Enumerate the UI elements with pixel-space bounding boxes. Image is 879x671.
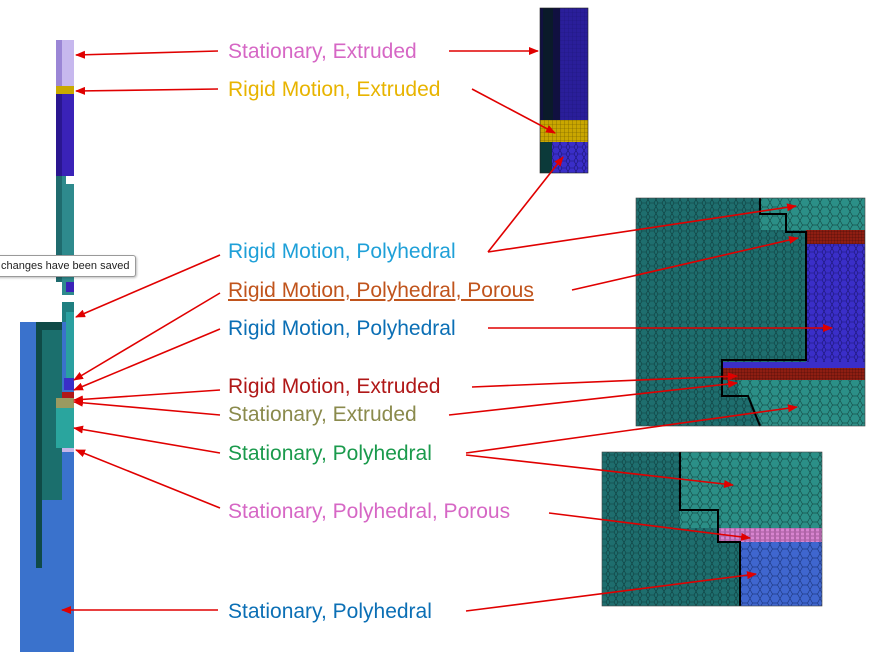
arrow-rigid-extruded2-right bbox=[471, 372, 738, 388]
label-stationary-extruded-2: Stationary, Extruded bbox=[228, 403, 417, 426]
label-rigid-motion-polyhedral: Rigid Motion, Polyhedral bbox=[228, 240, 456, 263]
arrow-stationary-poly-botinset bbox=[465, 454, 734, 488]
save-status-tooltip: changes have been saved bbox=[0, 255, 137, 277]
mesh-inset-rigid bbox=[635, 197, 866, 427]
label-stationary-polyhedral: Stationary, Polyhedral bbox=[228, 442, 432, 465]
label-stationary-extruded: Stationary, Extruded bbox=[228, 40, 417, 63]
arrow-rigid-extruded-left bbox=[75, 86, 219, 95]
label-rigid-motion-polyhedral-2: Rigid Motion, Polyhedral bbox=[228, 317, 456, 340]
arrow-rigid-poly1-topinset bbox=[487, 156, 564, 253]
arrow-rigid-extruded2-left bbox=[73, 389, 221, 404]
label-stationary-polyhedral-2: Stationary, Polyhedral bbox=[228, 600, 432, 623]
arrows bbox=[61, 47, 833, 614]
geometry-cross-section bbox=[20, 40, 74, 652]
mesh-inset-stationary bbox=[601, 451, 823, 607]
arrow-stationary-extruded2-right bbox=[448, 380, 738, 416]
label-rigid-motion-extruded-2: Rigid Motion, Extruded bbox=[228, 375, 441, 398]
arrow-rigid-extruded-right bbox=[471, 88, 556, 134]
label-rigid-motion-polyhedral-porous[interactable]: Rigid Motion, Polyhedral, Porous bbox=[228, 279, 534, 302]
arrow-stationary-extruded2-left bbox=[73, 398, 221, 416]
label-rigid-motion-extruded: Rigid Motion, Extruded bbox=[228, 78, 441, 101]
arrow-stationary-porous-right bbox=[548, 512, 751, 541]
arrow-stationary-poly-left bbox=[73, 425, 221, 454]
arrow-stationary-extruded-left bbox=[75, 50, 219, 59]
arrow-rigid-poly1-left bbox=[75, 254, 221, 318]
arrow-stationary-poly2-right bbox=[465, 571, 757, 612]
label-stationary-polyhedral-porous: Stationary, Polyhedral, Porous bbox=[228, 500, 511, 523]
mesh-inset-extruded bbox=[539, 7, 589, 174]
arrow-rigid-poly1-midinset bbox=[487, 203, 797, 253]
arrow-stationary-porous-left bbox=[75, 449, 221, 509]
arrow-rigid-poly2-left bbox=[73, 328, 221, 391]
arrow-rigid-porous-left bbox=[73, 292, 221, 381]
arrow-stationary-poly-midinset bbox=[465, 404, 798, 454]
arrow-rigid-porous-right bbox=[571, 236, 799, 291]
